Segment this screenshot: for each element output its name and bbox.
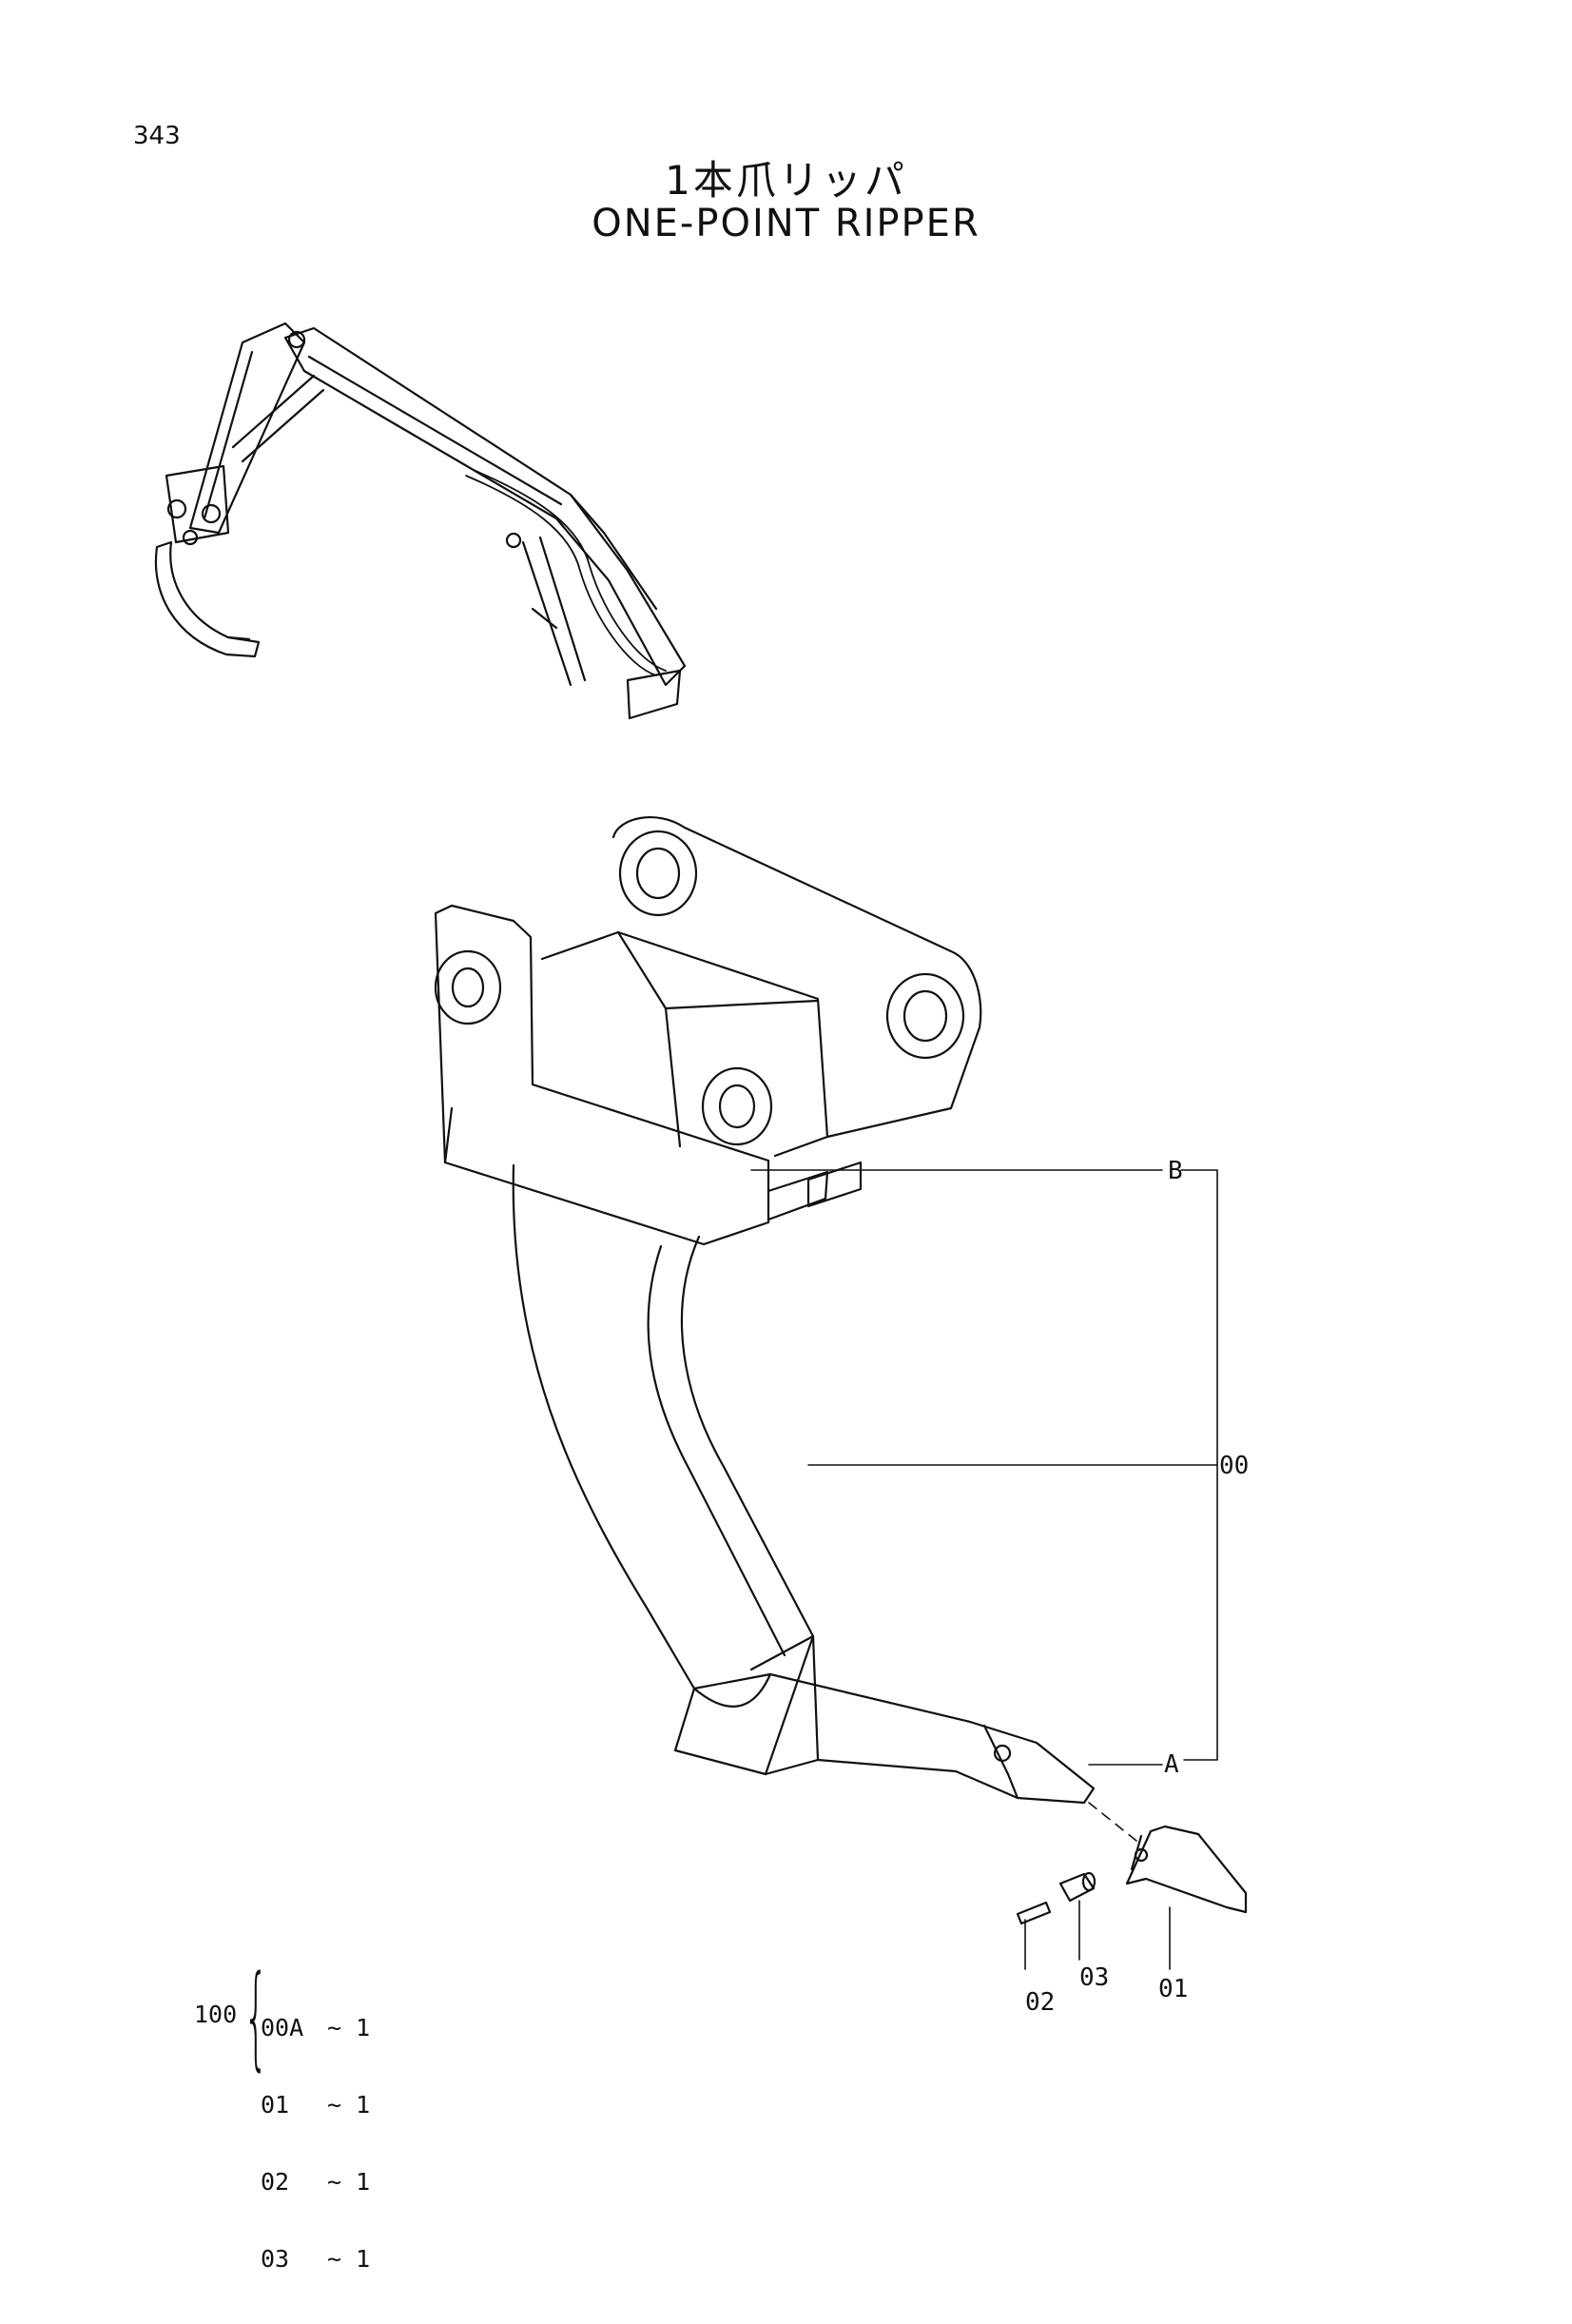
kit-qty: ~ 1	[327, 2168, 371, 2196]
kit-qty: ~ 1	[327, 2245, 371, 2273]
excavator-inset-illustration	[154, 322, 687, 720]
kit-part: 02	[261, 2168, 290, 2196]
parts-drawing	[154, 322, 1248, 1970]
kit-row: 03 ~ 1	[261, 2246, 370, 2272]
page-number: 343	[133, 122, 181, 150]
kit-row: 02 ~ 1	[261, 2169, 370, 2195]
callout-01: 01	[1158, 1975, 1189, 2003]
title-japanese: 1本爪リッパ	[665, 157, 907, 204]
kit-row: 01 ~ 1	[261, 2092, 370, 2118]
kit-row: 00A ~ 1	[261, 2015, 370, 2041]
kit-qty: ~ 1	[327, 2014, 371, 2041]
callout-a: A	[1164, 1750, 1179, 1779]
assembly-dashed-line	[1088, 1802, 1137, 1842]
kit-brace: {	[243, 1950, 269, 2081]
kit-number: 100	[194, 2001, 238, 2028]
callout-03: 03	[1079, 1963, 1110, 1992]
title-english: ONE-POINT RIPPER	[592, 202, 980, 245]
kit-parts-list: 00A ~ 1 01 ~ 1 02 ~ 1 03 ~ 1	[261, 1963, 370, 2323]
kit-part: 00A	[261, 2014, 304, 2041]
leader-lines	[750, 1169, 1218, 1970]
ripper-assembly-illustration	[434, 816, 1096, 1805]
tooth-pin-lock-illustration	[1016, 1825, 1248, 1925]
kit-part: 01	[261, 2091, 290, 2119]
callout-02: 02	[1025, 1988, 1056, 2017]
kit-part: 03	[261, 2245, 290, 2273]
callout-b: B	[1168, 1157, 1183, 1185]
kit-qty: ~ 1	[327, 2091, 371, 2119]
callout-00: 00	[1219, 1452, 1250, 1480]
